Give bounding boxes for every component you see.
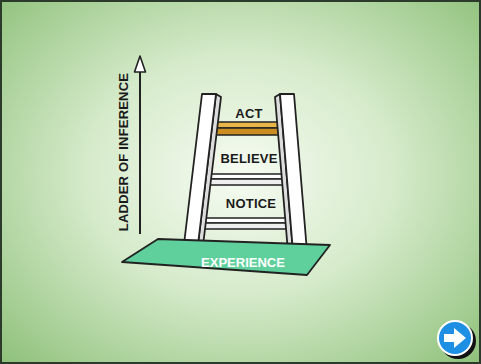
next-button xyxy=(438,321,472,355)
right-rail xyxy=(280,94,308,264)
axis-title: LADDER OF INFERENCE xyxy=(116,67,132,237)
stage-name: EXPERIENCE xyxy=(152,255,334,271)
base-platform: EXPERIENCE xyxy=(122,238,330,276)
next-button-arrow xyxy=(444,328,466,348)
believe-rung-front xyxy=(201,179,293,185)
inference-arrow-head xyxy=(135,56,146,72)
rung-label: BELIEVE xyxy=(204,151,294,167)
rung-label: NOTICE xyxy=(206,196,296,212)
notice-rung-front xyxy=(196,223,296,229)
rung-label: ACT xyxy=(204,106,294,122)
left-rail xyxy=(182,94,216,261)
inference-arrow-shaft xyxy=(139,70,141,234)
